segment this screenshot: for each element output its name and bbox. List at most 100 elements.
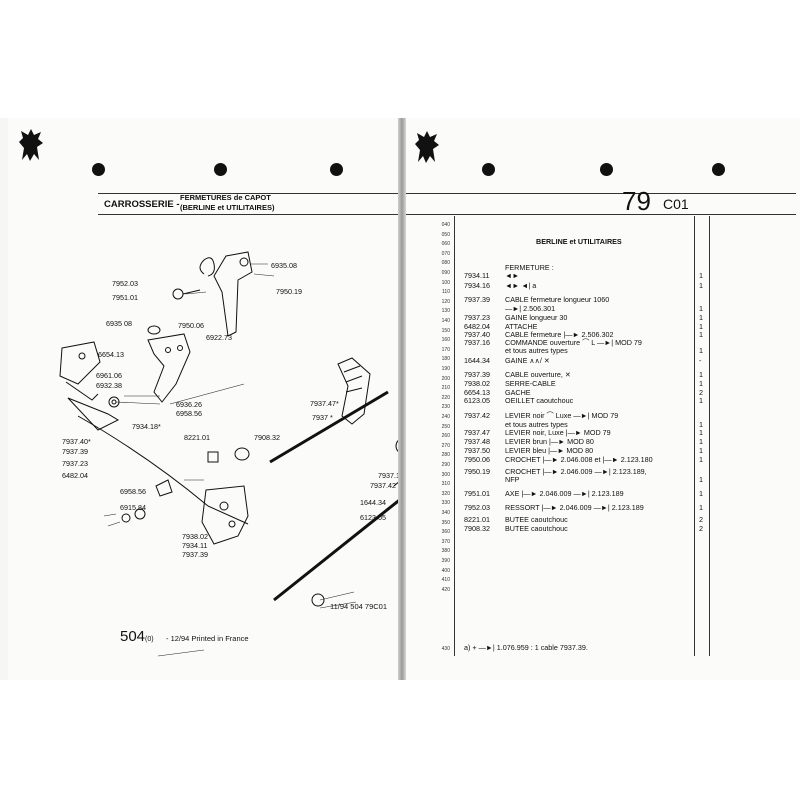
diagram-label: 1644.34 xyxy=(360,498,386,507)
header-rule xyxy=(98,193,398,194)
part-quantity: 1 xyxy=(699,437,703,446)
diagram-label: 7937.47* xyxy=(310,399,339,408)
table-row: 7934.11 ◄► xyxy=(464,272,519,280)
diagram-label: 7938.02 xyxy=(182,532,208,541)
part-reference: 6654.13 xyxy=(464,388,490,397)
part-quantity: 1 xyxy=(699,420,703,429)
table-row: 7937.39 CABLE fermeture longueur 1060 xyxy=(464,296,609,304)
line-number: 070 xyxy=(441,250,450,257)
line-number: 180 xyxy=(441,356,450,363)
diagram-label: 7951.01 xyxy=(112,293,138,302)
binder-hole xyxy=(214,163,227,176)
part-description: CABLE ouverture, ✕ xyxy=(505,370,571,379)
diagram-label: 6922.73 xyxy=(206,333,232,342)
binder-spread: CARROSSERIE - FERMETURES de CAPOT (BERLI… xyxy=(0,118,800,680)
part-reference: 1644.34 xyxy=(464,356,490,365)
part-description: NFP xyxy=(505,475,520,484)
table-row: et tous autres types xyxy=(464,347,568,355)
diagram-label: 7934.11 xyxy=(182,541,208,550)
table-row: 7950.19 CROCHET |—► 2.046.009 —►| 2.123.1… xyxy=(464,468,647,476)
part-reference: 7937.39 xyxy=(464,295,490,304)
line-number: 400 xyxy=(441,567,450,574)
line-number: 080 xyxy=(441,260,450,267)
diagram-label: 6123.05 xyxy=(360,513,386,522)
part-reference: 7950.19 xyxy=(464,467,490,476)
part-description: GACHE xyxy=(505,388,531,397)
line-number: 100 xyxy=(441,279,450,286)
line-number: 250 xyxy=(441,423,450,430)
line-number: 220 xyxy=(441,394,450,401)
part-quantity: 1 xyxy=(699,455,703,464)
part-reference: 7951.01 xyxy=(464,489,490,498)
part-quantity: 1 xyxy=(699,428,703,437)
table-row: 7934.16◄► ◄| a xyxy=(464,282,536,290)
line-number: 120 xyxy=(441,298,450,305)
part-reference: 8221.01 xyxy=(464,515,490,524)
diagram-label: 6961.06 xyxy=(96,371,122,380)
part-description: CABLE fermeture longueur 1060 xyxy=(505,295,610,304)
line-number: 310 xyxy=(441,481,450,488)
diagram-label: 8221.01 xyxy=(184,433,210,442)
table-row: 7937.39 CABLE ouverture, ✕ xyxy=(464,371,571,379)
header-rule-2 xyxy=(98,214,398,215)
line-number: 410 xyxy=(441,577,450,584)
part-quantity: 1 xyxy=(699,503,703,512)
part-quantity: - xyxy=(699,356,702,365)
part-reference: 7937.42 xyxy=(464,411,490,420)
footnote-line-number: 430 xyxy=(441,646,450,652)
binder-hole xyxy=(92,163,105,176)
part-reference: 7937.23 xyxy=(464,313,490,322)
part-description: LEVIER noir ⌒ Luxe —►| MOD 79 xyxy=(505,411,619,420)
part-quantity: 1 xyxy=(699,322,703,331)
diagram-label: 7908.32 xyxy=(254,433,280,442)
diagram-label: 7937.39 xyxy=(62,447,88,456)
line-number: 380 xyxy=(441,548,450,555)
table-row: 7937.42 LEVIER noir ⌒ Luxe —►| MOD 79 xyxy=(464,412,618,420)
part-reference: 7934.11 xyxy=(464,271,490,280)
line-number: 200 xyxy=(441,375,450,382)
line-number: 130 xyxy=(441,308,450,315)
printed-note: - 12/94 Printed in France xyxy=(166,634,249,643)
part-quantity: 2 xyxy=(699,524,703,533)
part-reference: 7934.16 xyxy=(464,281,490,290)
diagram-label: 6958.56 xyxy=(120,487,146,496)
diagram-label: 6654.13 xyxy=(98,350,124,359)
part-reference: 7937.47 xyxy=(464,428,490,437)
part-description: CROCHET |—► 2.046.009 —►| 2.123.189, xyxy=(505,467,647,476)
line-number: 350 xyxy=(441,519,450,526)
diagram-label: 6935.08 xyxy=(271,261,297,270)
part-description: et tous autres types xyxy=(505,346,568,355)
section-number: 79 xyxy=(622,186,651,216)
part-description: —►| 2.506.301 xyxy=(505,304,556,313)
line-number: 240 xyxy=(441,414,450,420)
left-page: CARROSSERIE - FERMETURES de CAPOT (BERLI… xyxy=(8,118,398,680)
line-number: 110 xyxy=(442,289,450,296)
part-description: GAINE longueur 30 xyxy=(505,313,568,322)
section-title: CARROSSERIE - xyxy=(104,199,180,210)
part-reference: 6123.05 xyxy=(464,396,490,405)
binder-hole xyxy=(482,163,495,176)
line-number: 370 xyxy=(441,538,450,545)
part-reference: 7937.39 xyxy=(464,370,490,379)
diagram-label: 7952.03 xyxy=(112,279,138,288)
part-description: et tous autres types xyxy=(505,420,568,429)
line-number: 340 xyxy=(441,510,450,516)
qty-column-rule xyxy=(694,216,695,656)
line-number: 290 xyxy=(441,462,450,468)
diagram-label: 7937.16 xyxy=(378,471,398,480)
part-description: LEVIER bleu |—► MOD 80 xyxy=(505,446,594,455)
part-description: ◄► xyxy=(505,271,520,280)
binder-hole xyxy=(600,163,613,176)
diagram-label: 7937.23 xyxy=(62,459,88,468)
line-number: 060 xyxy=(441,241,450,248)
header-rule xyxy=(406,193,796,194)
diagram-label: 6935 08 xyxy=(106,319,132,328)
exploded-parts-diagram xyxy=(59,251,398,657)
